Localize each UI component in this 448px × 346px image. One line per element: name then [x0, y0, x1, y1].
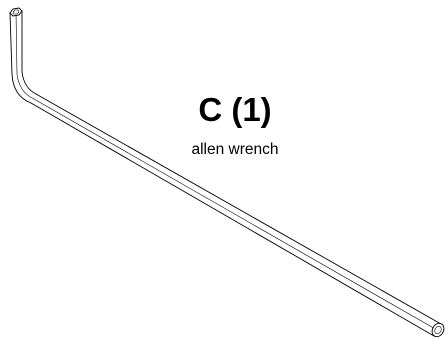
part-label: C (1) — [198, 91, 272, 128]
wrench-bottom-tip — [431, 322, 445, 338]
wrench-top-tip — [9, 7, 23, 17]
wrench-short-leg — [9, 12, 32, 104]
part-name: allen wrench — [191, 141, 279, 158]
wrench-long-leg — [30, 102, 435, 337]
